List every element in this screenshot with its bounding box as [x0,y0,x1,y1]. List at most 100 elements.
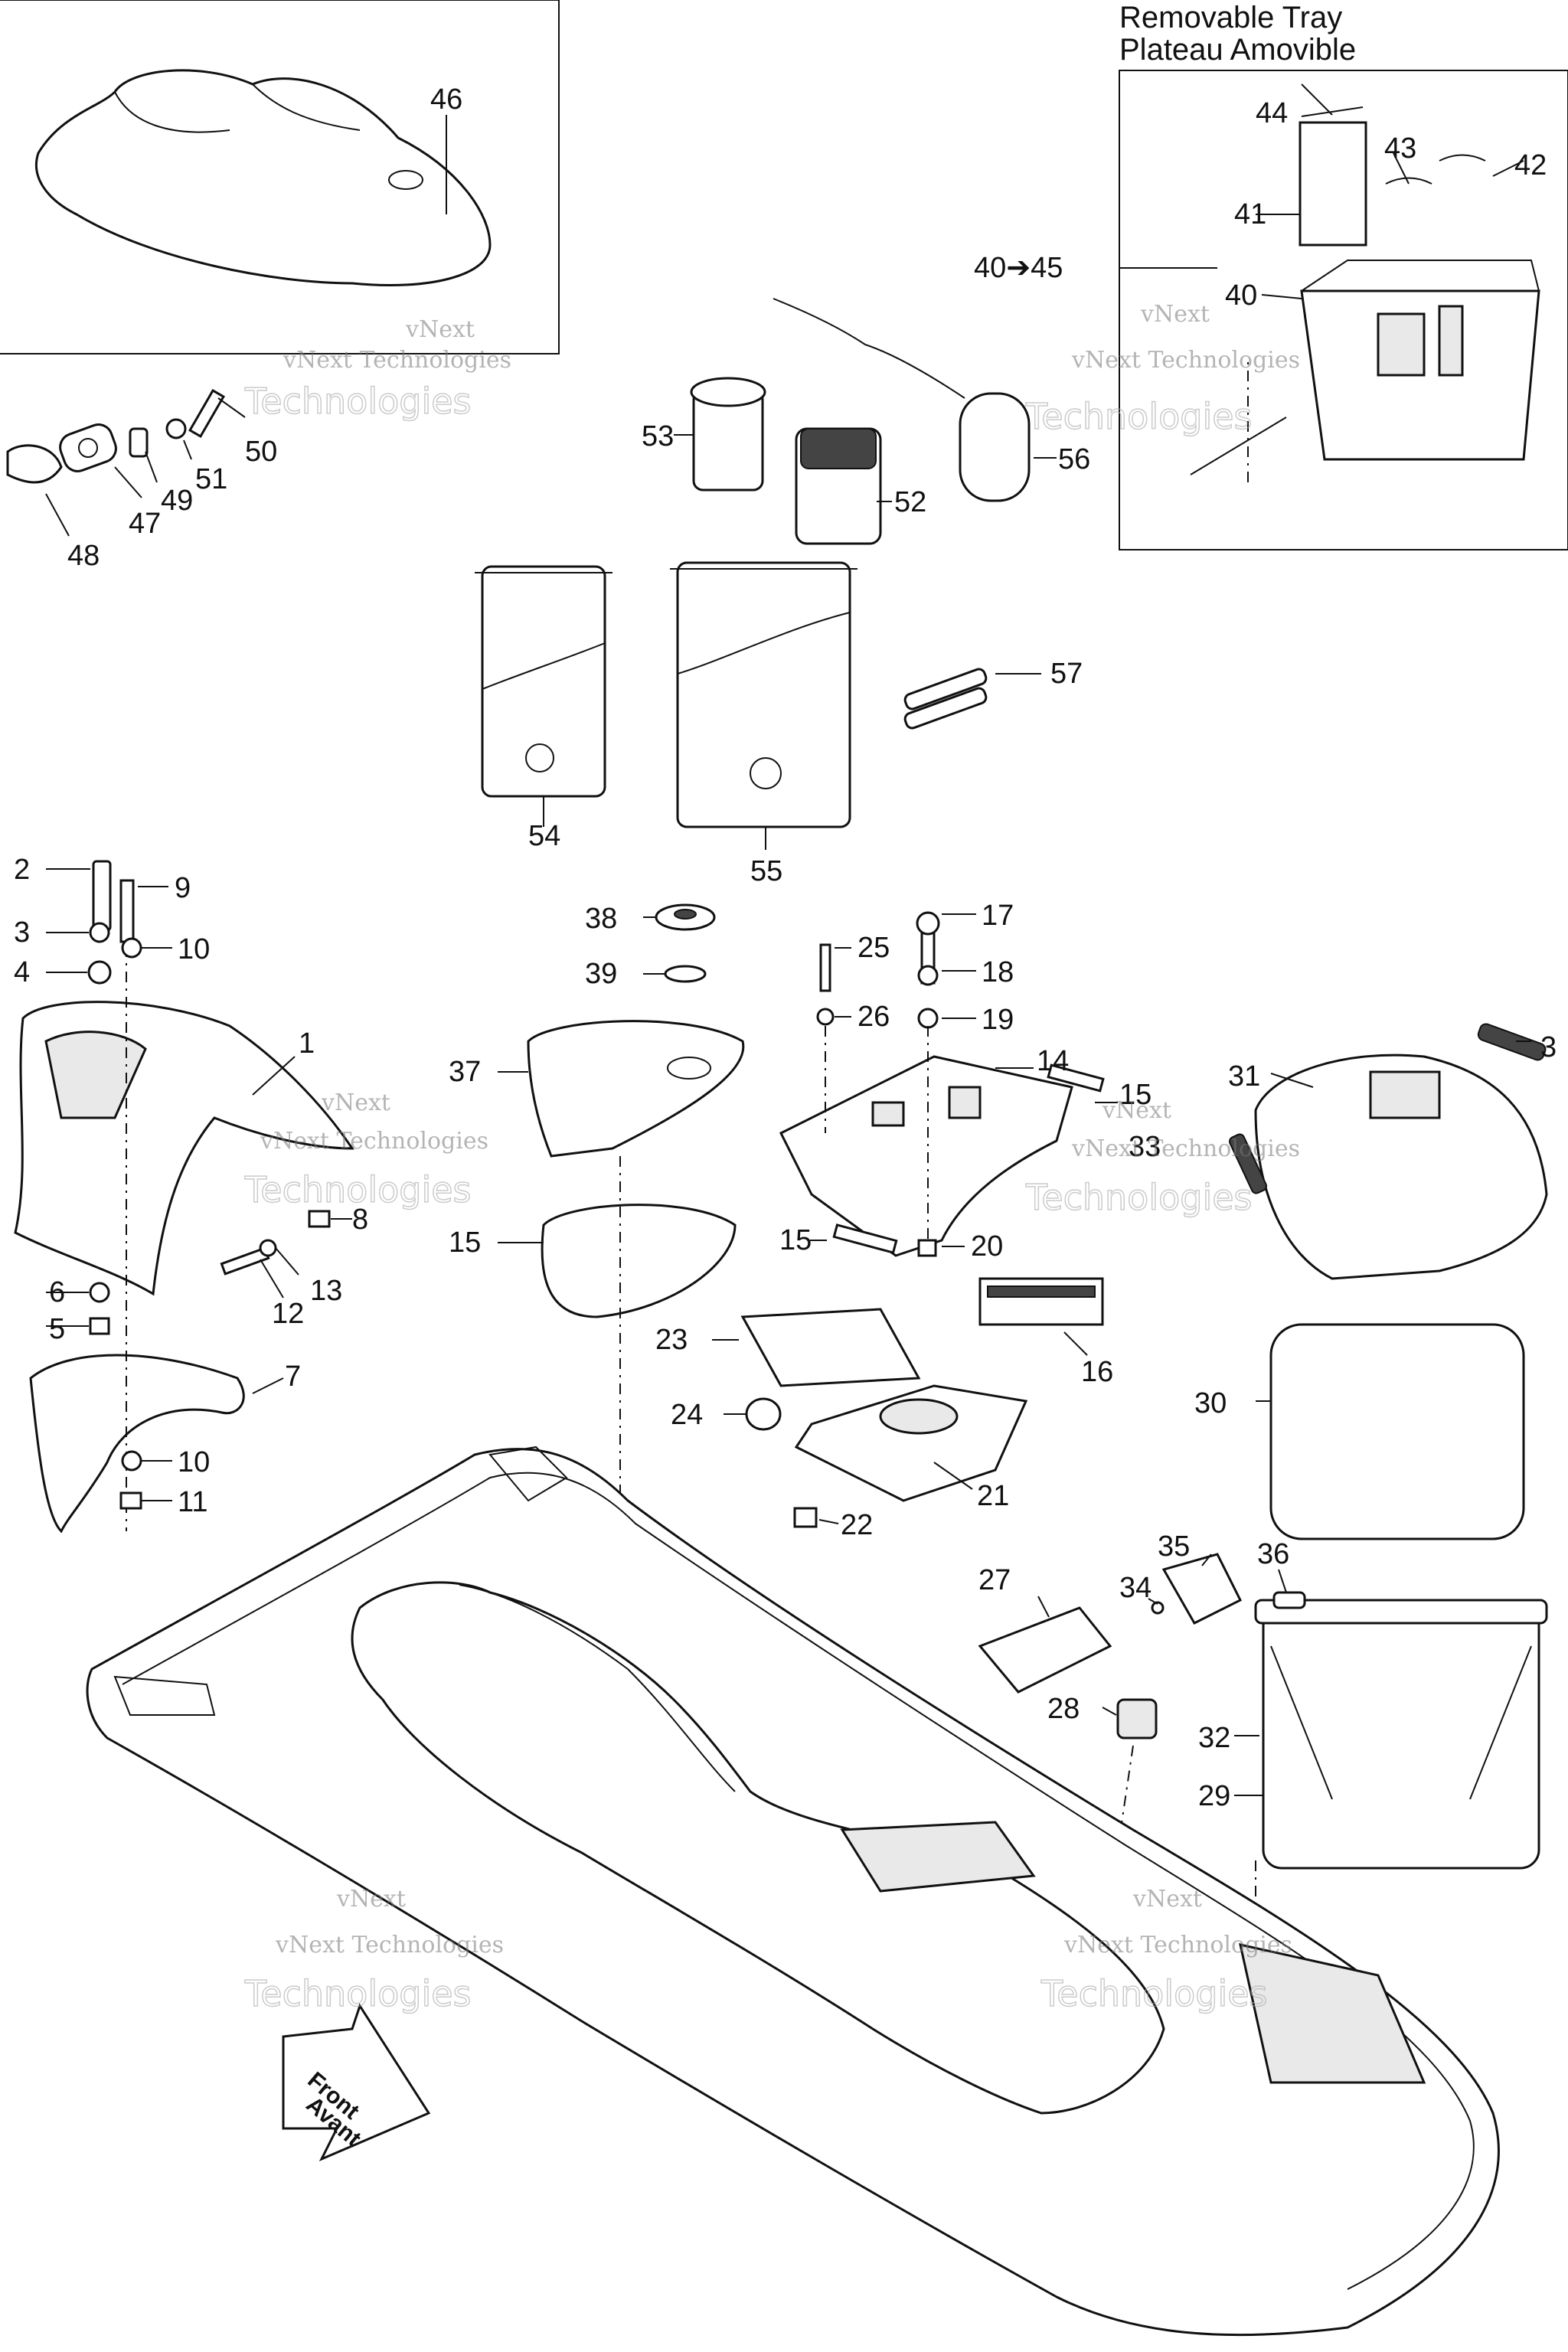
callout-34: 34 [1119,1572,1152,1604]
callout-31: 31 [1228,1060,1260,1093]
callout-13: 13 [310,1275,342,1307]
console-group: 17 18 19 25 26 14 15 15 20 16 23 24 21 2… [655,900,1152,1541]
seat-area [351,1581,1165,2115]
callout-27: 27 [978,1564,1011,1596]
watermark-company: vNext Technologies [1071,1135,1300,1162]
callout-15a: 15 [449,1227,481,1259]
callout-37: 37 [449,1056,481,1088]
callout-14: 14 [1037,1045,1069,1077]
callout-54: 54 [528,820,560,852]
bin-rim-32 [1254,1599,1548,1625]
callout-15b: 15 [1119,1079,1152,1111]
accessory-kit: 53 52 56 57 54 55 [475,298,1090,887]
callout-35: 35 [1158,1530,1190,1563]
callout-48: 48 [67,540,100,572]
callout-21: 21 [977,1480,1009,1512]
tray-title-line2: Plateau Amovible [1119,33,1356,67]
callout-26: 26 [858,1001,890,1033]
watermark-outline: Technologies [1025,1177,1253,1218]
gasket-30 [1269,1323,1525,1540]
pin-36 [1272,1591,1306,1609]
gasket-39 [664,965,707,983]
callout-52: 52 [894,486,926,518]
watermark-company: vNext Technologies [260,1128,488,1155]
callout-3: 3 [14,916,30,949]
callout-5: 5 [49,1313,65,1345]
callout-24: 24 [671,1399,703,1431]
callout-55: 55 [750,855,782,887]
watermark-brand: vNext [1140,301,1210,328]
callout-41: 41 [1234,198,1266,230]
callout-40-45: 40➔45 [974,252,1063,284]
callout-16: 16 [1081,1356,1113,1388]
callout-29: 29 [1198,1780,1230,1812]
o-ring-24 [745,1397,782,1431]
gasket-23 [740,1308,921,1387]
callout-56: 56 [1058,443,1090,475]
callout-50: 50 [245,436,277,468]
watermark-company: vNext Technologies [1071,347,1300,374]
bag-56 [959,392,1031,502]
callout-10: 10 [178,933,210,965]
watermark-company: vNext Technologies [283,347,511,374]
callout-33: 33 [1129,1131,1161,1163]
callout-57: 57 [1050,658,1083,690]
storage-cover-group: 31 3 33 30 32 29 [1129,1023,1557,2128]
watermark-brand: vNext [1132,1886,1202,1913]
callout-36: 36 [1257,1538,1289,1570]
callout-43: 43 [1384,132,1416,165]
watermark-brand: vNext [1102,1097,1171,1124]
watermark-outline: Technologies [1025,396,1253,437]
callout-6: 6 [49,1276,65,1308]
watermark-brand: vNext [321,1089,390,1116]
callout-2: 2 [14,854,30,886]
callout-44: 44 [1256,97,1288,129]
gasket-27 [978,1606,1112,1694]
callout-46: 46 [430,83,462,116]
glovebox-37 [527,1020,745,1158]
callout-53: 53 [642,420,674,452]
tray-label-card [1298,121,1367,247]
callout-20: 20 [971,1230,1003,1263]
latch-group: 27 28 34 35 36 [978,1530,1306,1953]
watermark-brand: vNext [336,1886,406,1913]
callout-10b: 10 [178,1446,210,1478]
callout-18: 18 [982,956,1014,988]
dry-bag-55 [676,561,851,828]
callout-49: 49 [161,485,193,517]
callout-51: 51 [195,463,227,495]
tray-title-line1: Removable Tray [1119,1,1342,34]
front-direction-arrow: Front Avant [282,2003,431,2161]
rear-handle-group: 1 2 3 4 5 6 7 8 9 10 10 11 12 13 [14,854,368,1534]
callout-17: 17 [982,900,1014,932]
storage-cover-31 [1254,1054,1548,1280]
watermarks: vNext vNext Technologies Technologies vN… [243,301,1300,2015]
callout-3b: 3 [1540,1031,1557,1063]
console-base-21 [794,1384,1028,1502]
watermark-brand: vNext [405,316,475,343]
watermark-outline: Technologies [1040,1973,1268,2014]
callout-25: 25 [858,932,890,964]
callout-28: 28 [1047,1693,1080,1725]
drain-plug-group: 47 48 49 50 51 [6,388,277,572]
watermark-outline: Technologies [244,1973,472,2014]
gasket-15a [541,1204,737,1318]
callout-1: 1 [299,1027,315,1060]
latch-28 [1116,1698,1158,1740]
watermark-outline: Technologies [244,1169,472,1210]
callout-7: 7 [285,1361,301,1393]
callout-42: 42 [1514,149,1547,181]
removable-tray-inset: Removable Tray Plateau Amovible 44 43 42… [974,1,1568,550]
callout-30: 30 [1194,1387,1227,1419]
callout-15c: 15 [779,1224,812,1256]
callout-22: 22 [841,1509,873,1541]
callout-11: 11 [178,1486,207,1518]
callout-8: 8 [352,1204,368,1236]
callout-12: 12 [272,1298,304,1330]
callout-32: 32 [1198,1722,1230,1754]
nut-22 [793,1507,818,1528]
callout-38: 38 [585,903,617,935]
storage-bin-29 [1262,1606,1540,1870]
callout-9: 9 [175,872,191,904]
callout-4: 4 [14,956,30,988]
